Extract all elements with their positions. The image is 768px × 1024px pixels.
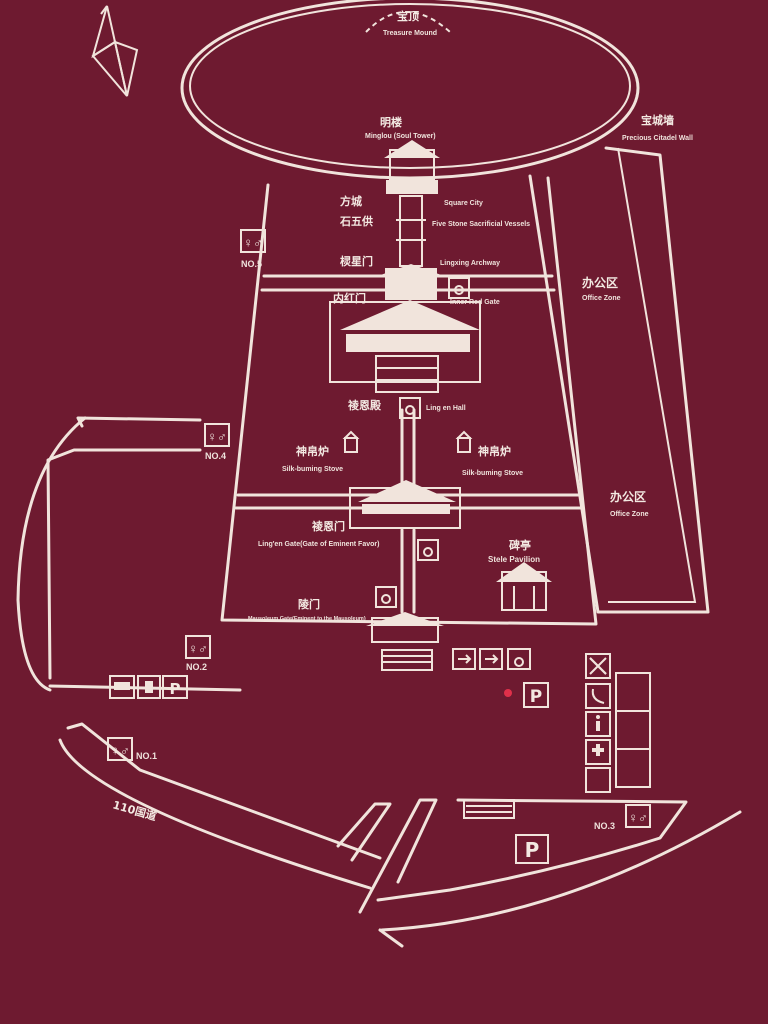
toilet-no5-label: NO.5 [241, 259, 262, 269]
entrance-icon [452, 648, 476, 670]
exit-icon [479, 648, 503, 670]
svg-text:♀♂: ♀♂ [188, 641, 208, 656]
wheelchair-icon-gate [417, 539, 439, 561]
toilet-no4-label: NO.4 [205, 451, 226, 461]
stove-icon-right [455, 430, 473, 453]
svg-text:P: P [525, 838, 540, 862]
citadel-wall-zh: 宝城墙 [641, 113, 674, 127]
toilet-no1-label: NO.1 [136, 751, 157, 761]
parking-icon-south: P [515, 834, 549, 864]
svg-text:♀♂: ♀♂ [628, 810, 648, 825]
treasure-mound-wall [180, 0, 640, 180]
office-zone-outline [608, 147, 697, 603]
stairs-block [463, 799, 515, 819]
road-110-lower [58, 738, 372, 890]
stove-left-en: Silk-buming Stove [282, 466, 343, 473]
ling-en-hall-en: Ling en Hall [426, 405, 466, 412]
office-zone-1-zh: 办公区 [582, 275, 618, 290]
minglou-en: Minglou (Soul Tower) [365, 133, 436, 140]
wheelchair-icon-hall [399, 397, 421, 419]
ling-en-gate-building [349, 480, 461, 529]
road-south-east [376, 798, 688, 902]
office-zone-2-zh: 办公区 [610, 489, 646, 504]
ling-en-hall-building [329, 300, 481, 393]
citadel-wall-right [528, 146, 710, 614]
phone-icon [591, 688, 605, 704]
stove-icon-left [342, 430, 360, 453]
stele-pavilion-building [496, 562, 552, 611]
toilet-icon-no1: ♀♂ [107, 737, 133, 761]
toilet-icon-no3: ♀♂ [625, 804, 651, 828]
road-south-exit [378, 928, 404, 948]
toilet-icon-no2: ♀♂ [185, 635, 211, 659]
office-zone-2-en: Office Zone [610, 511, 649, 518]
toilet-icon-no5: ♀♂ [240, 229, 266, 253]
square-city-en: Square City [444, 200, 483, 207]
toilet-no3-label: NO.3 [594, 821, 615, 831]
svg-text:P: P [170, 680, 181, 698]
svg-text:♀♂: ♀♂ [110, 743, 130, 758]
first-aid-icon [592, 744, 604, 756]
ling-en-gate-zh: 祾恩门 [312, 519, 345, 533]
mausoleum-gate-en: Mausoleum Gate(Eminent to the Mausoleum) [248, 616, 366, 622]
road-west-long [16, 416, 87, 692]
inner-red-gate-en: Inner Red Gate [450, 299, 500, 306]
compass-icon [91, 5, 139, 97]
square-city-zh: 方城 [340, 194, 362, 208]
lingxing-archway-building [378, 264, 444, 300]
svg-text:♀♂: ♀♂ [207, 429, 227, 444]
svg-text:♀♂: ♀♂ [243, 235, 263, 250]
wheelchair-icon-mausoleum [375, 586, 397, 608]
ling-en-hall-zh: 祾恩殿 [348, 398, 382, 412]
you-are-here-dot [504, 689, 512, 697]
toilet-icon-no4: ♀♂ [204, 423, 230, 447]
soul-tower-building [384, 140, 440, 267]
wheelchair-icon [507, 648, 531, 670]
office-zone-1-en: Office Zone [582, 295, 621, 302]
stele-pavilion-zh: 碑亭 [508, 538, 531, 552]
parking-icon-west: P [162, 675, 188, 699]
five-vessels-zh: 石五供 [339, 214, 373, 228]
lingxing-en: Lingxing Archway [440, 260, 500, 267]
bus-icon [109, 675, 135, 699]
toilet-no2-label: NO.2 [186, 662, 207, 672]
road-south-east-outer [380, 810, 742, 932]
stove-right-zh: 神帛炉 [478, 444, 511, 458]
mausoleum-gate-building [366, 612, 444, 671]
stove-right-en: Silk-buming Stove [462, 470, 523, 477]
first-aid-icon-west [137, 675, 161, 699]
road-110 [66, 722, 382, 860]
mausoleum-gate-zh: 陵门 [298, 597, 320, 611]
no-entry-icon [589, 657, 607, 675]
stove-left-zh: 神帛炉 [296, 444, 329, 458]
citadel-wall-en: Precious Citadel Wall [622, 135, 693, 142]
minglou-zh: 明楼 [380, 115, 402, 129]
wheelchair-icon-archway [448, 277, 470, 299]
road-south-main [358, 798, 438, 914]
road-south-ramp [336, 802, 392, 862]
road-west-outer [76, 416, 202, 428]
inner-red-gate-zh: 内红门 [333, 291, 366, 305]
five-vessels-en: Five Stone Sacrificial Vessels [432, 221, 530, 228]
road-west-loop [46, 448, 202, 680]
info-icon [596, 715, 600, 731]
svg-text:P: P [530, 687, 542, 707]
service-panel [585, 653, 651, 793]
lingxing-zh: 棂星门 [340, 254, 373, 268]
treasure-mound-en: Treasure Mound [383, 30, 437, 37]
ling-en-gate-en: Ling'en Gate(Gate of Eminent Favor) [258, 541, 379, 548]
parking-icon: P [523, 682, 549, 708]
treasure-mound-zh: 宝顶 [397, 9, 419, 23]
stele-pavilion-en: Stele Pavilion [488, 555, 540, 564]
